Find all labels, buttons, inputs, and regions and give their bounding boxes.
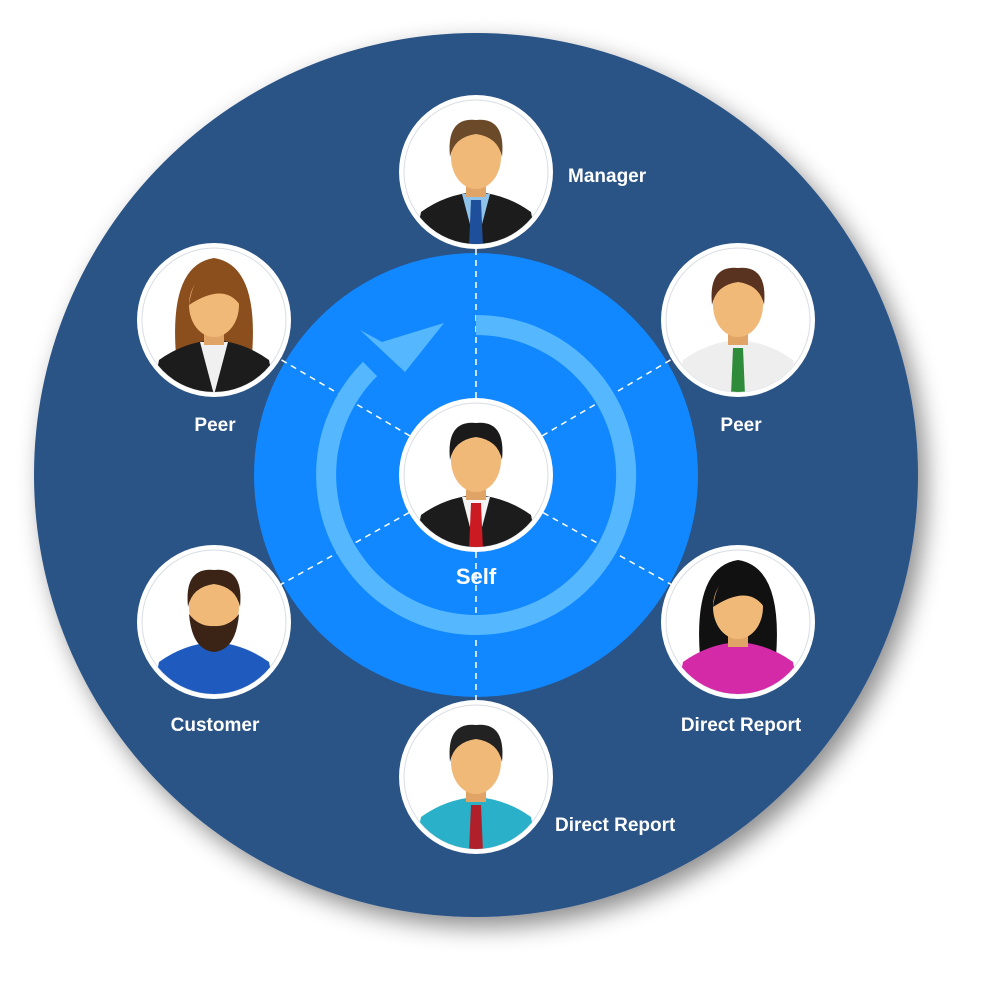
man-teal-shirt-icon [399, 700, 553, 854]
woman-brown-hair-icon [137, 243, 291, 397]
man-green-tie-icon [661, 243, 815, 397]
bearded-man-icon [137, 545, 291, 699]
label-manager: Manager [568, 166, 647, 187]
label-direct-report-right: Direct Report [680, 715, 802, 736]
label-customer: Customer [170, 715, 260, 736]
businessman-red-tie-icon [399, 398, 553, 552]
label-direct-report-bottom: Direct Report [555, 815, 676, 836]
label-self: Self [455, 564, 497, 589]
label-peer-left: Peer [194, 415, 236, 436]
woman-pink-top-icon [661, 545, 815, 699]
label-peer-right: Peer [720, 415, 762, 436]
cycle-arrowhead-icon [360, 323, 444, 372]
cycle-arrow-ring [316, 315, 637, 635]
manager-blue-tie-icon [399, 95, 553, 249]
